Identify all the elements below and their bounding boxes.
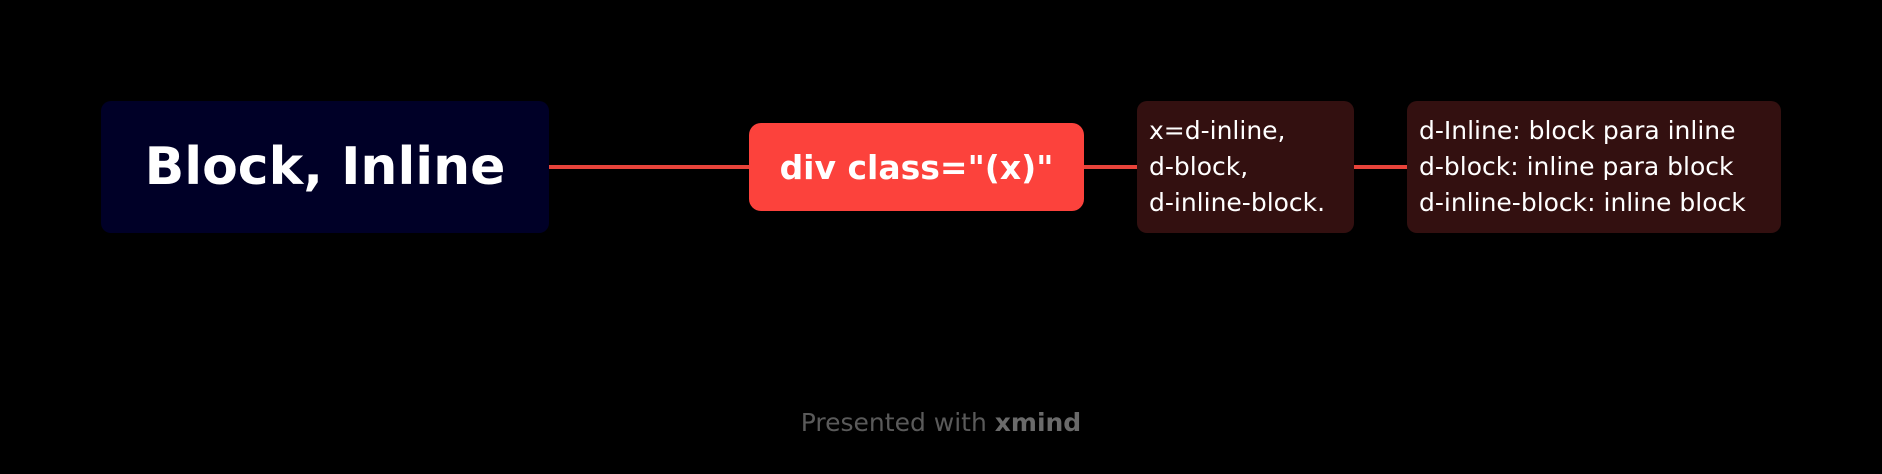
sub-topic-descriptions[interactable]: d-Inline: block para inline d-block: inl…: [1407, 101, 1781, 233]
sub-topic-line: d-inline-block.: [1149, 188, 1326, 217]
central-topic[interactable]: Block, Inline: [101, 101, 549, 233]
sub-topic-line: d-block: inline para block: [1419, 152, 1734, 181]
main-topic-label: div class="(x)": [779, 147, 1054, 187]
watermark-prefix: Presented with: [800, 408, 995, 437]
presented-with-watermark: Presented with xmind: [0, 408, 1882, 437]
main-topic[interactable]: div class="(x)": [749, 123, 1084, 211]
xmind-logo-text: xmind: [994, 408, 1082, 437]
central-topic-label: Block, Inline: [144, 137, 506, 197]
sub-topic-values[interactable]: x=d-inline, d-block, d-inline-block.: [1137, 101, 1354, 233]
sub-topic-line: d-inline-block: inline block: [1419, 188, 1746, 217]
sub-topic-line: d-Inline: block para inline: [1419, 116, 1736, 145]
sub-topic-line: x=d-inline,: [1149, 116, 1286, 145]
sub-topic-line: d-block,: [1149, 152, 1249, 181]
